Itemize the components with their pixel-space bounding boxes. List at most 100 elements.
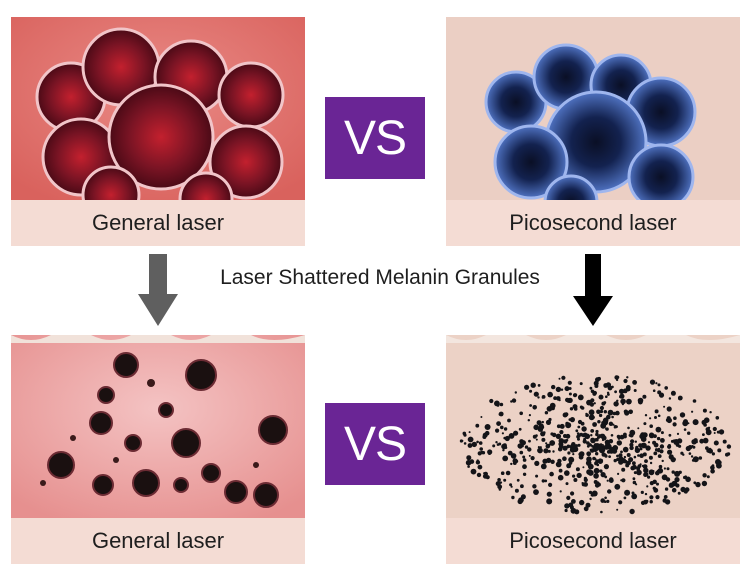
dust-particle: [597, 420, 601, 424]
dust-particle: [568, 392, 572, 396]
dust-particle: [513, 430, 519, 436]
dust-particle: [605, 382, 612, 388]
dust-particle: [623, 459, 628, 464]
dust-particle: [577, 419, 583, 425]
dust-particle: [691, 410, 694, 413]
dust-particle: [608, 421, 614, 426]
dust-particle: [502, 449, 505, 452]
dust-particle: [510, 400, 513, 403]
dust-particle: [578, 452, 582, 457]
dust-particle: [634, 447, 639, 451]
dust-particle: [549, 471, 554, 477]
dust-particle: [593, 467, 600, 474]
dust-particle: [583, 438, 587, 441]
dust-particle: [623, 496, 627, 500]
dust-particle: [592, 416, 595, 419]
dust-particle: [481, 451, 486, 455]
dust-particle: [518, 497, 524, 503]
dust-particle: [657, 383, 661, 387]
dust-particle: [592, 422, 597, 427]
dust-particle: [658, 464, 663, 469]
dust-particle: [530, 382, 536, 388]
dust-particle: [522, 464, 527, 470]
dust-particle: [685, 476, 691, 483]
dust-particle: [688, 452, 692, 455]
dust-particle: [632, 380, 637, 385]
dust-particle: [632, 480, 637, 485]
dust-particle: [715, 416, 720, 420]
dust-particle: [588, 490, 593, 494]
dust-particle: [683, 419, 688, 425]
dust-particle: [569, 407, 574, 411]
dust-particle: [717, 448, 722, 453]
dust-particle: [600, 498, 605, 503]
dust-particle: [581, 426, 587, 432]
dust-particle: [542, 458, 548, 464]
dust-particle: [702, 437, 709, 444]
dust-particle: [710, 469, 715, 474]
dust-particle: [514, 488, 519, 493]
dust-particle: [586, 441, 590, 445]
dust-particle: [604, 444, 609, 450]
dust-particle: [600, 510, 603, 514]
dust-particle: [495, 428, 500, 433]
dust-particle: [547, 449, 551, 453]
dust-particle: [549, 402, 556, 409]
dust-particle: [596, 409, 601, 415]
dust-particle: [539, 446, 542, 449]
dust-particle: [667, 449, 673, 455]
dust-particle: [583, 477, 588, 483]
dust-particle: [576, 435, 580, 439]
dust-particle: [601, 401, 606, 406]
dust-particle: [647, 441, 651, 444]
dust-particle: [597, 445, 603, 451]
dust-particle: [556, 424, 561, 429]
dust-particle: [573, 478, 578, 482]
dust-particle: [649, 424, 653, 428]
dust-particle: [655, 470, 660, 476]
dust-particle: [608, 439, 614, 444]
dust-particle: [564, 412, 569, 417]
dust-particle: [505, 470, 511, 476]
dust-particle: [702, 473, 707, 478]
dust-particle: [498, 442, 502, 446]
dust-particle: [586, 444, 590, 448]
dust-particle: [500, 425, 504, 430]
dust-particle: [589, 386, 593, 390]
dust-particle: [564, 508, 568, 513]
dust-particle: [666, 406, 672, 412]
dust-particle: [478, 441, 483, 445]
dust-particle: [713, 432, 716, 434]
dust-particle: [586, 456, 592, 462]
dust-particle: [579, 432, 584, 437]
dust-particle: [595, 445, 598, 447]
dust-particle: [702, 433, 705, 436]
dust-particle: [617, 472, 620, 475]
dust-particle: [682, 453, 685, 456]
dust-particle: [528, 439, 531, 443]
dust-particle: [528, 414, 531, 417]
dust-particle: [509, 483, 513, 487]
dust-particle: [511, 495, 515, 500]
dust-particle: [588, 409, 595, 416]
dust-particle: [482, 473, 488, 479]
dust-particle: [564, 470, 570, 476]
dust-particle: [582, 466, 585, 469]
dust-particle: [649, 461, 653, 465]
dust-particle: [642, 464, 648, 469]
dust-particle: [641, 443, 645, 447]
dust-particle: [575, 467, 580, 472]
dust-particle: [537, 446, 540, 449]
dust-particle: [599, 433, 605, 439]
dust-particle: [652, 486, 656, 490]
general-laser-after-panel: General laser: [11, 335, 305, 564]
dust-particle: [659, 449, 664, 454]
dust-particle: [569, 505, 574, 510]
dust-particle: [633, 455, 637, 459]
dust-particle: [467, 443, 473, 448]
picosecond-laser-before-panel: Picosecond laser: [446, 17, 740, 246]
dust-particle: [572, 393, 578, 398]
dust-particle: [565, 421, 569, 426]
dust-particle: [529, 404, 532, 407]
dust-particle: [535, 474, 539, 478]
